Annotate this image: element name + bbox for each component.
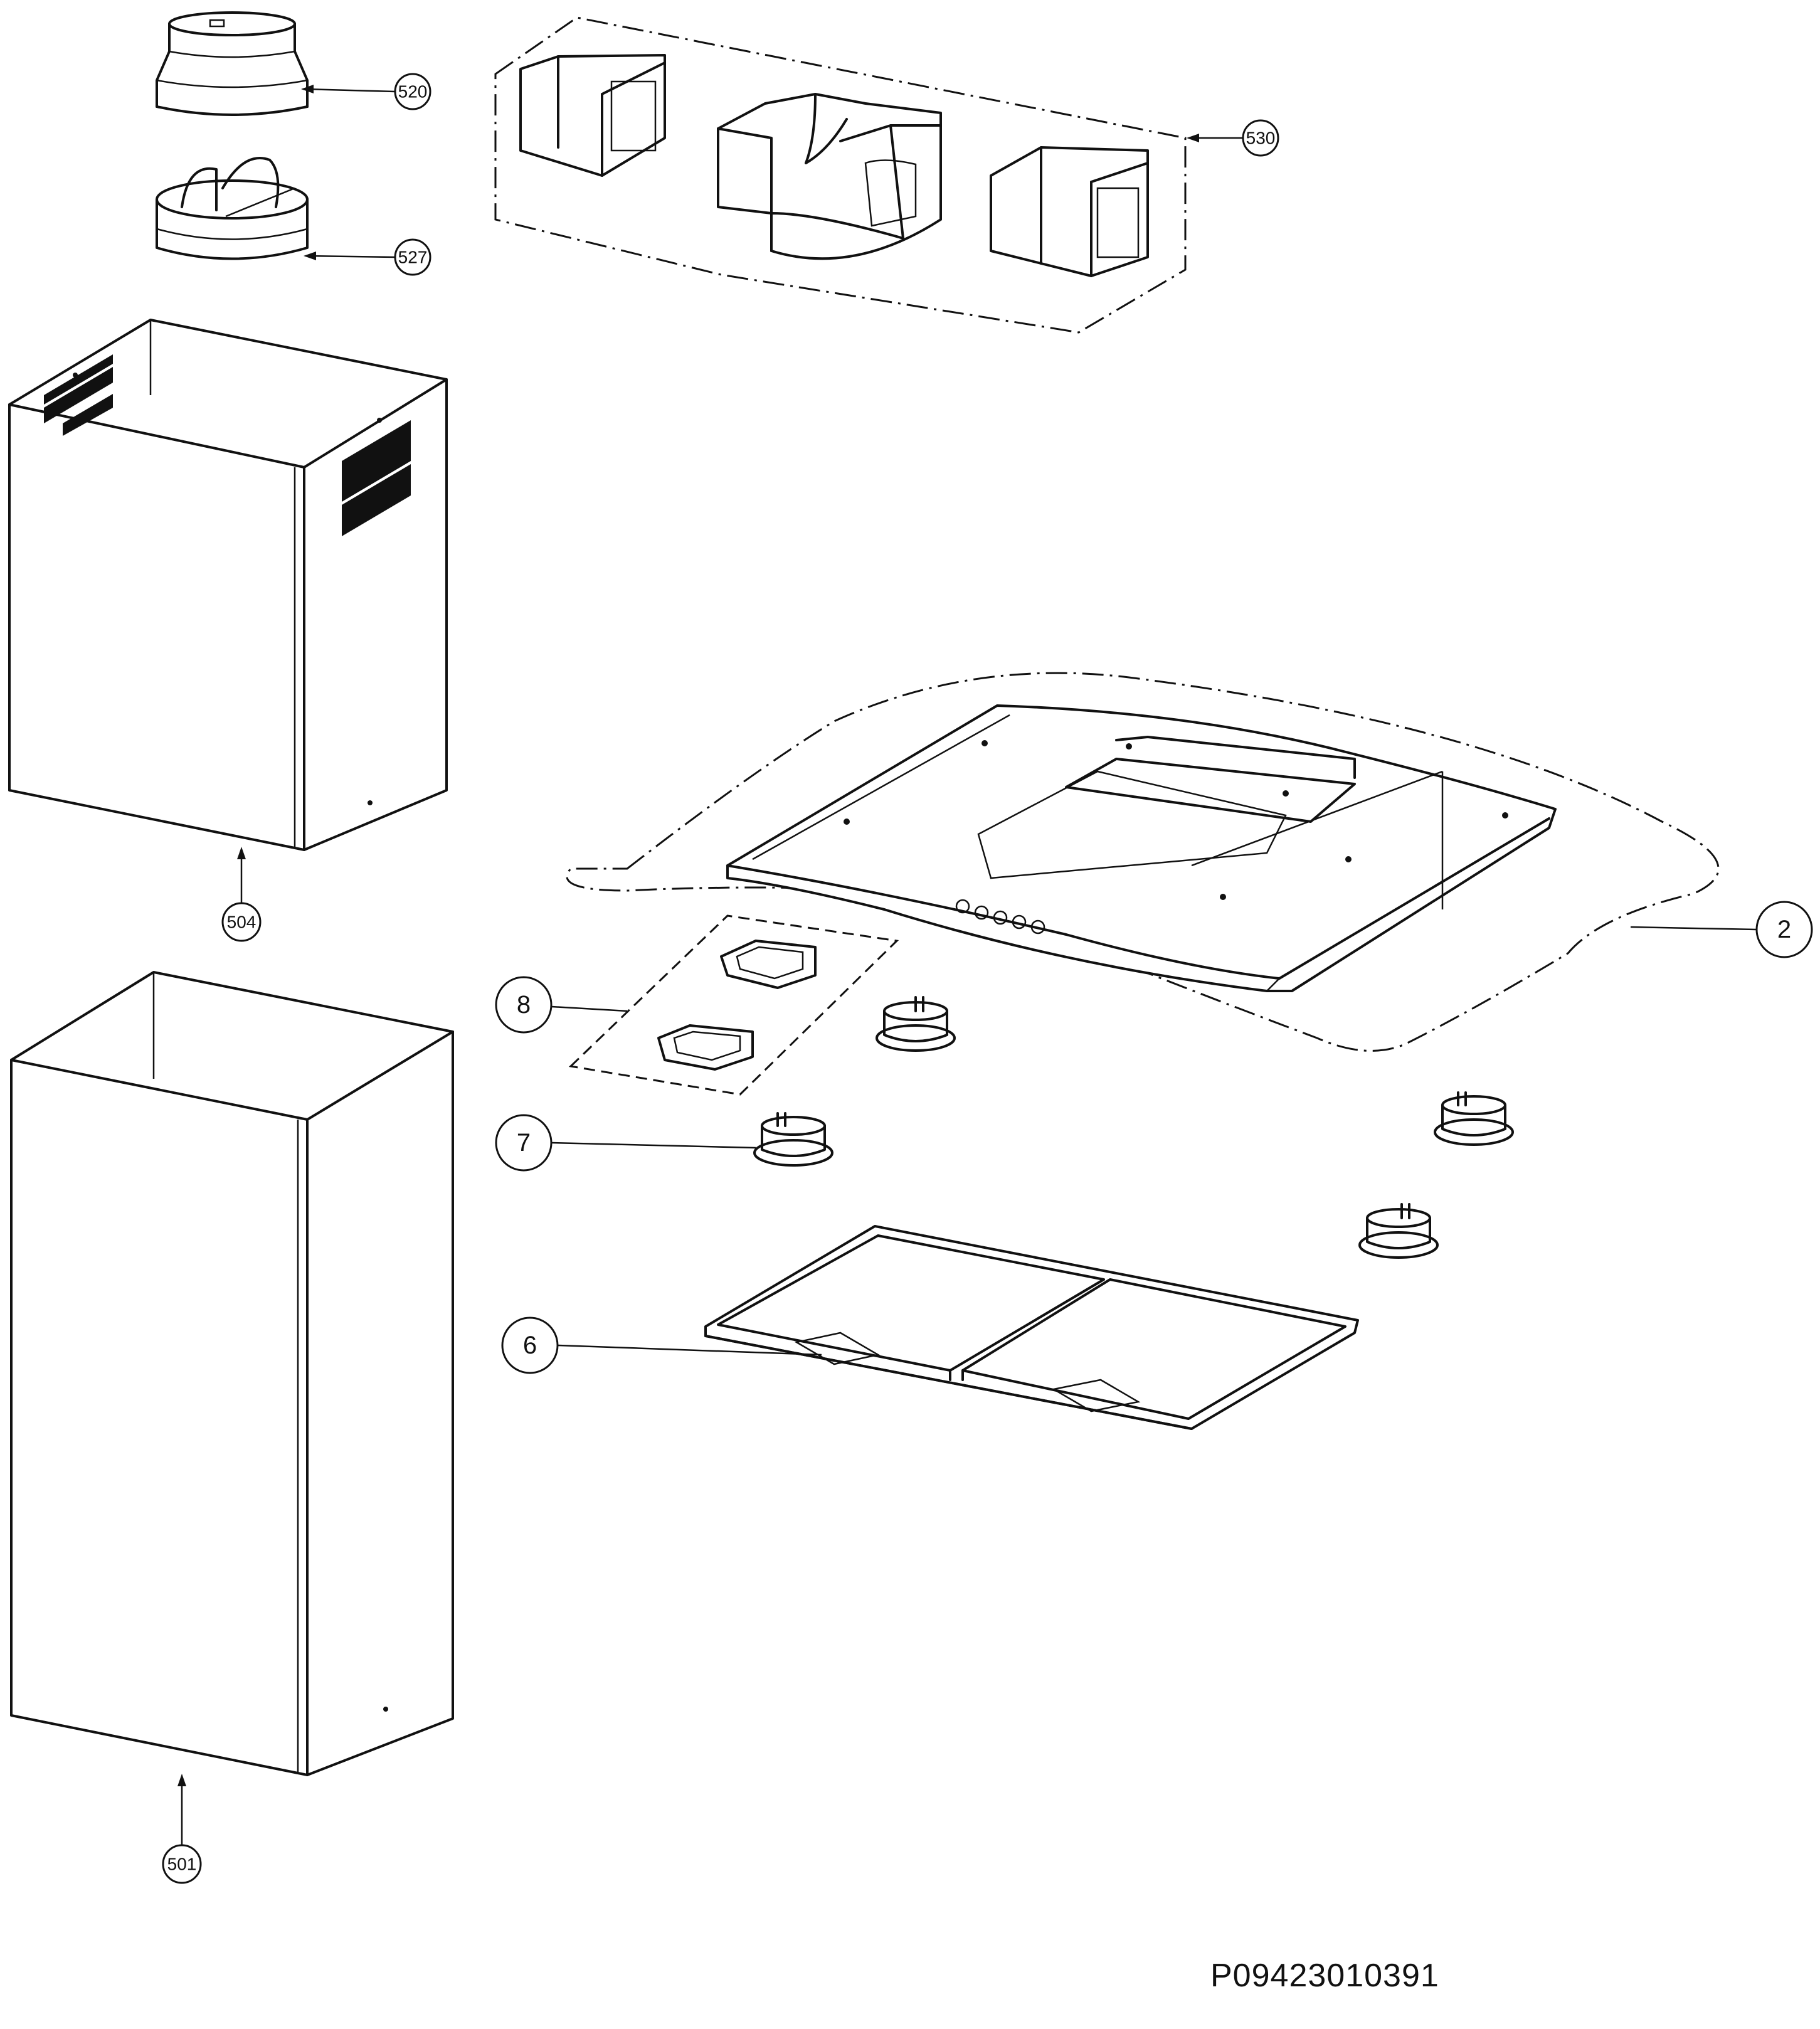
part-2-hood-canopy bbox=[566, 672, 1720, 1052]
control-buttons bbox=[955, 899, 1045, 935]
callout-527[interactable]: 527 bbox=[304, 238, 431, 276]
part-520-reducer-collar bbox=[156, 11, 309, 116]
part-527-backdraft-damper bbox=[156, 157, 309, 260]
callout-2[interactable]: 2 bbox=[1630, 901, 1813, 958]
part-504-upper-chimney bbox=[8, 319, 448, 851]
callout-label: 527 bbox=[398, 248, 428, 267]
callout-530[interactable]: 530 bbox=[1187, 119, 1279, 157]
part-7-light-fittings bbox=[753, 996, 1514, 1259]
callout-504[interactable]: 504 bbox=[221, 847, 262, 942]
light-fitting bbox=[1434, 1091, 1514, 1146]
callout-label: 6 bbox=[523, 1332, 537, 1359]
vent-slots-left bbox=[44, 354, 113, 436]
light-fitting bbox=[1358, 1203, 1439, 1259]
light-fitting bbox=[753, 1112, 833, 1167]
callout-6[interactable]: 6 bbox=[501, 1316, 822, 1374]
callout-label: 501 bbox=[167, 1855, 197, 1874]
callout-8[interactable]: 8 bbox=[495, 976, 628, 1034]
callout-label: 520 bbox=[398, 82, 428, 102]
callout-520[interactable]: 520 bbox=[301, 73, 431, 110]
callout-501[interactable]: 501 bbox=[162, 1774, 202, 1884]
callout-label: 2 bbox=[1777, 916, 1791, 943]
light-fitting bbox=[876, 996, 956, 1052]
vent-slots-right bbox=[342, 420, 411, 536]
part-501-lower-chimney bbox=[10, 971, 454, 1776]
callout-label: 504 bbox=[227, 913, 257, 932]
part-8-control-electronics bbox=[568, 914, 899, 1096]
part-6-grease-filters bbox=[704, 1225, 1359, 1430]
drawing-number: P09423010391 bbox=[1210, 1957, 1439, 1994]
callout-label: 7 bbox=[517, 1129, 531, 1157]
callout-label: 530 bbox=[1246, 129, 1276, 148]
callout-7[interactable]: 7 bbox=[495, 1114, 756, 1172]
part-530-duct-connector-set bbox=[494, 16, 1187, 334]
callout-label: 8 bbox=[517, 991, 531, 1019]
